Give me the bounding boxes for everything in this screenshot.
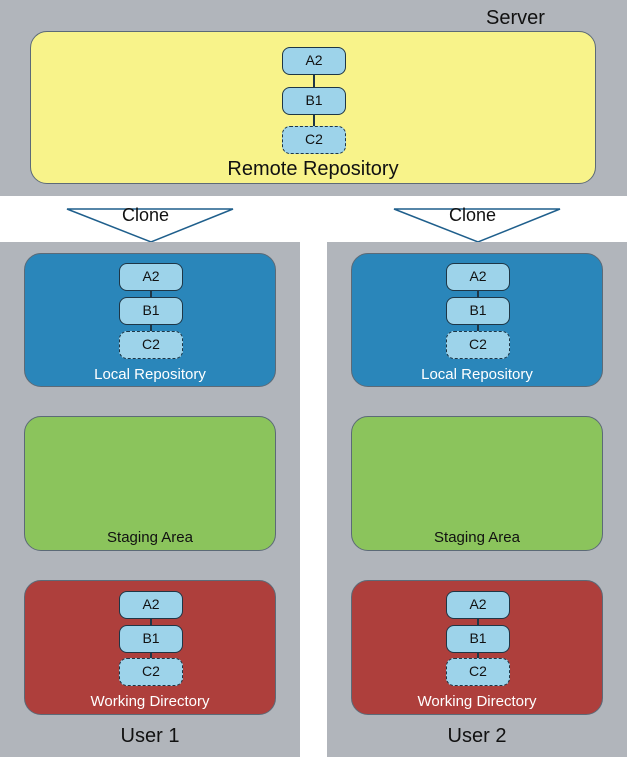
commit-b1: B1 [446, 297, 510, 325]
user-2-panel: A2 B1 C2 Local Repository Staging Area A… [327, 242, 627, 757]
working-directory-box: A2 B1 C2 Working Directory [351, 580, 603, 715]
commit-b1: B1 [119, 297, 183, 325]
commit-link [150, 618, 152, 626]
commit-link [477, 324, 479, 332]
working-directory-box: A2 B1 C2 Working Directory [24, 580, 276, 715]
local-repository-box: A2 B1 C2 Local Repository [351, 253, 603, 387]
local-repository-label: Local Repository [94, 366, 206, 383]
clone-arrow-user-2 [393, 208, 561, 243]
commit-a2: A2 [446, 591, 510, 619]
commit-a2: A2 [446, 263, 510, 291]
commit-link [150, 290, 152, 298]
commit-b1: B1 [119, 625, 183, 653]
user-2-label: User 2 [447, 725, 507, 747]
clone-arrow-user-1 [66, 208, 234, 243]
remote-repository-box: A2 B1 C2 Remote Repository [30, 31, 596, 184]
commit-a2: A2 [119, 263, 183, 291]
working-directory-label: Working Directory [417, 693, 537, 710]
clone-label-user-2: Clone [449, 205, 497, 225]
remote-repository-label: Remote Repository [227, 158, 399, 180]
commit-link [150, 324, 152, 332]
clone-label-user-1: Clone [122, 205, 170, 225]
commit-c2: C2 [119, 331, 183, 359]
commit-b1: B1 [446, 625, 510, 653]
local-repository-box: A2 B1 C2 Local Repository [24, 253, 276, 387]
server-panel: Server A2 B1 C2 Remote Repository [0, 0, 627, 196]
commit-a2: A2 [282, 47, 346, 75]
commit-link [313, 74, 315, 88]
commit-c2: C2 [446, 331, 510, 359]
commit-link [477, 290, 479, 298]
staging-area-label: Staging Area [434, 529, 520, 546]
commit-link [477, 652, 479, 660]
commit-c2: C2 [119, 658, 183, 686]
staging-area-label: Staging Area [107, 529, 193, 546]
local-repository-label: Local Repository [421, 366, 533, 383]
working-directory-label: Working Directory [90, 693, 210, 710]
staging-area-box: Staging Area [351, 416, 603, 551]
commit-link [313, 114, 315, 128]
commit-link [477, 618, 479, 626]
commit-link [150, 652, 152, 660]
commit-a2: A2 [119, 591, 183, 619]
commit-b1: B1 [282, 87, 346, 115]
staging-area-box: Staging Area [24, 416, 276, 551]
commit-c2: C2 [282, 126, 346, 154]
user-1-label: User 1 [120, 725, 180, 747]
server-label: Server [486, 7, 545, 29]
user-1-panel: A2 B1 C2 Local Repository Staging Area A… [0, 242, 300, 757]
commit-c2: C2 [446, 658, 510, 686]
